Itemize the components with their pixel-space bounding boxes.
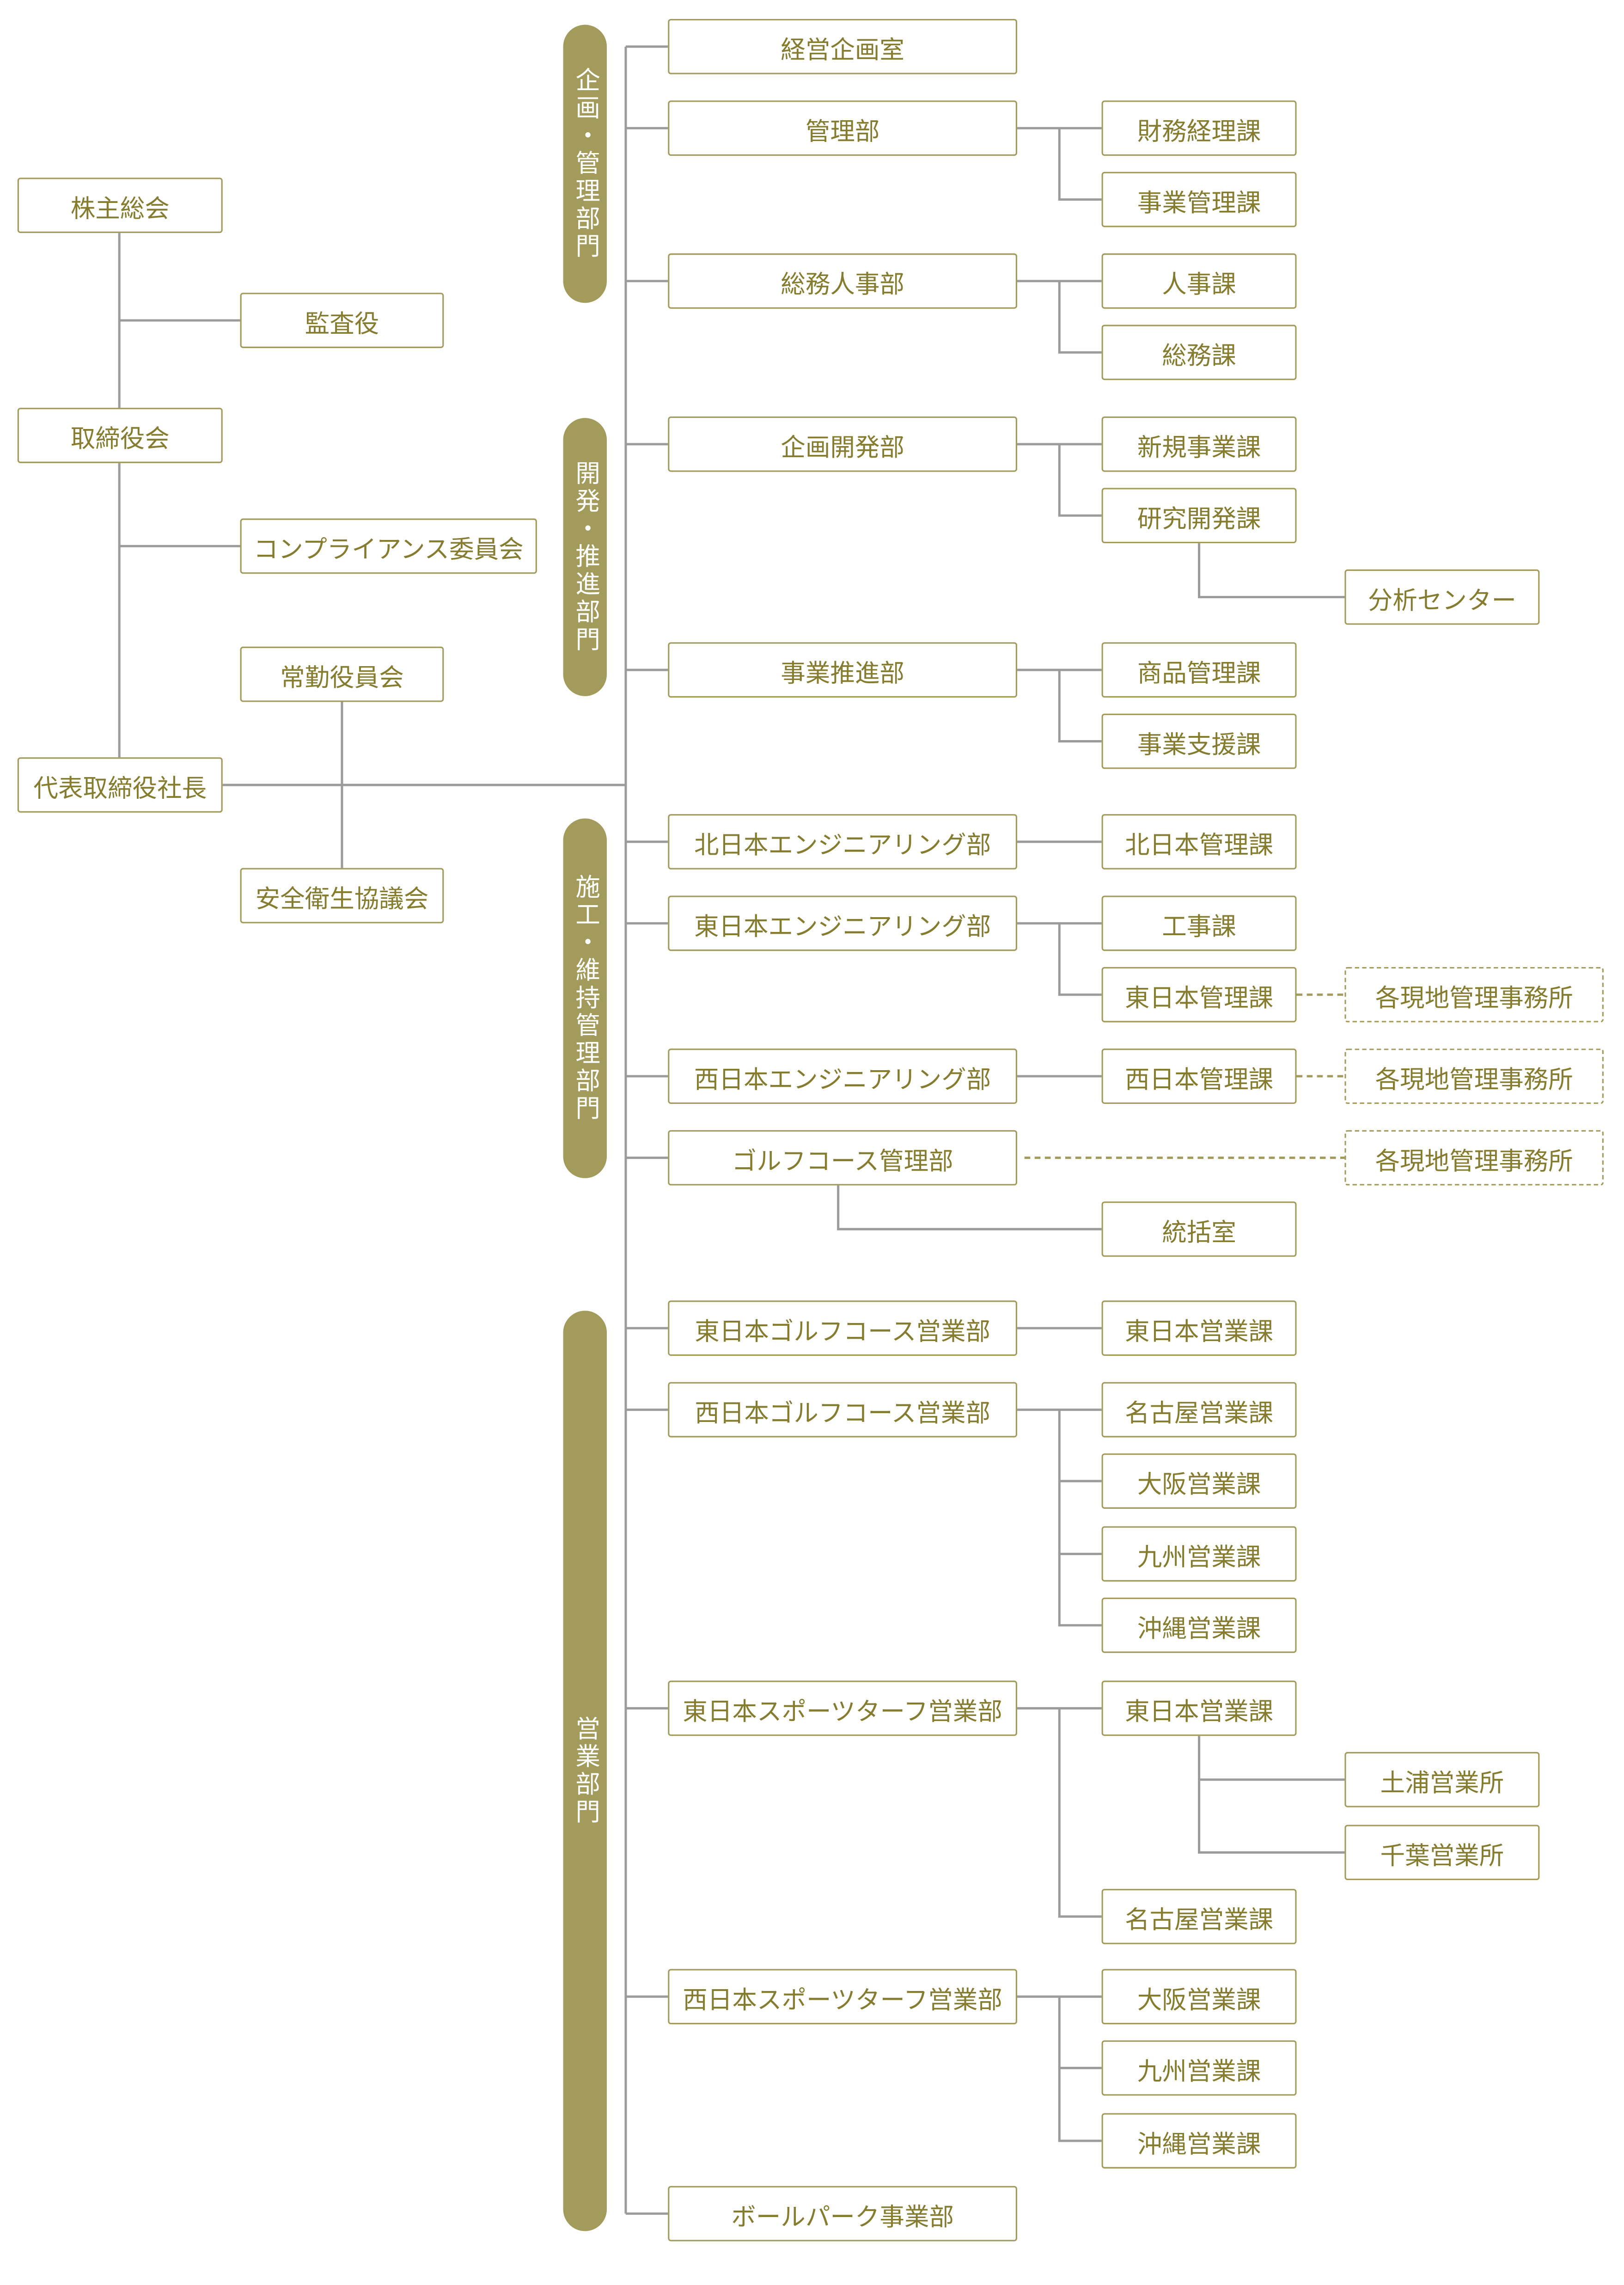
dept-planning-development: 企画開発部 [668,417,1017,472]
section-osaka-sales: 大阪営業課 [1101,1969,1297,2025]
connector-line [1017,280,1102,354]
executive-committee-box: 常勤役員会 [240,646,444,702]
dept-east-japan-sports-turf-sales: 東日本スポーツターフ営業部 [668,1680,1017,1736]
connector-line [1017,1995,1102,2142]
dept-west-japan-golf-sales: 西日本ゴルフコース営業部 [668,1382,1017,1438]
section-kyushu-sales: 九州営業課 [1101,2040,1297,2096]
dept-golf-course-management: ゴルフコース管理部 [668,1130,1017,1186]
division-construction-maintenance: 施工・維持管理部門 [563,818,607,1178]
field-offices-box: 各現地管理事務所 [1344,1130,1604,1186]
section-research-development: 研究開発課 [1101,488,1297,544]
section-east-japan-management: 東日本管理課 [1101,967,1297,1023]
section-east-japan-sales: 東日本営業課 [1101,1680,1297,1736]
section-north-japan-management: 北日本管理課 [1101,814,1297,870]
section-okinawa-sales: 沖縄営業課 [1101,2113,1297,2169]
safety-health-council-box: 安全衛生協議会 [240,868,444,924]
section-general-affairs: 総務課 [1101,325,1297,380]
field-offices-box: 各現地管理事務所 [1344,967,1604,1023]
connector-line [1017,668,1102,743]
section-construction: 工事課 [1101,895,1297,951]
connector-line [1017,443,1102,517]
section-human-resources: 人事課 [1101,253,1297,309]
field-offices-box: 各現地管理事務所 [1344,1048,1604,1104]
connector-line [1017,1707,1102,1918]
dept-business-promotion: 事業推進部 [668,642,1017,698]
dept-north-japan-engineering: 北日本エンジニアリング部 [668,814,1017,870]
section-osaka-sales: 大阪営業課 [1101,1453,1297,1509]
section-product-management: 商品管理課 [1101,642,1297,698]
connector-line [1017,127,1102,201]
board-of-directors-box: 取締役会 [17,408,223,463]
section-business-management: 事業管理課 [1101,172,1297,227]
connector-line [1017,922,1102,996]
dept-east-japan-golf-sales: 東日本ゴルフコース営業部 [668,1300,1017,1356]
section-general-management-office: 統括室 [1101,1201,1297,1257]
section-nagoya-sales: 名古屋営業課 [1101,1889,1297,1944]
auditor-box: 監査役 [240,293,444,348]
connector-line [1198,543,1345,599]
connector-line [837,1185,1102,1231]
connector-line [1198,1736,1345,1854]
dept-ballpark-business: ボールパーク事業部 [668,2186,1017,2242]
dept-corporate-planning-office: 経営企画室 [668,18,1017,74]
branch-tsuchiura-box: 土浦営業所 [1344,1752,1540,1807]
connector-line [625,45,668,2215]
division-development-promotion: 開発・推進部門 [563,418,607,696]
section-east-japan-sales: 東日本営業課 [1101,1300,1297,1356]
division-sales: 営業部門 [563,1311,607,2231]
compliance-committee-box: コンプライアンス委員会 [240,518,537,574]
division-planning-admin: 企画・管理部門 [563,25,607,303]
branch-chiba-box: 千葉営業所 [1344,1825,1540,1881]
president-box: 代表取締役社長 [17,757,223,813]
section-business-support: 事業支援課 [1101,713,1297,769]
section-kyushu-sales: 九州営業課 [1101,1526,1297,1582]
analysis-center-box: 分析センター [1344,569,1540,625]
section-new-business: 新規事業課 [1101,417,1297,472]
dept-administration: 管理部 [668,100,1017,156]
shareholders-meeting-box: 株主総会 [17,178,223,233]
section-okinawa-sales: 沖縄営業課 [1101,1597,1297,1653]
dept-east-japan-engineering: 東日本エンジニアリング部 [668,895,1017,951]
section-nagoya-sales: 名古屋営業課 [1101,1382,1297,1438]
connector-line [1017,1409,1102,1627]
dept-west-japan-sports-turf-sales: 西日本スポーツターフ営業部 [668,1969,1017,2025]
section-west-japan-management: 西日本管理課 [1101,1048,1297,1104]
section-finance-accounting: 財務経理課 [1101,100,1297,156]
dept-general-affairs-hr: 総務人事部 [668,253,1017,309]
dept-west-japan-engineering: 西日本エンジニアリング部 [668,1048,1017,1104]
